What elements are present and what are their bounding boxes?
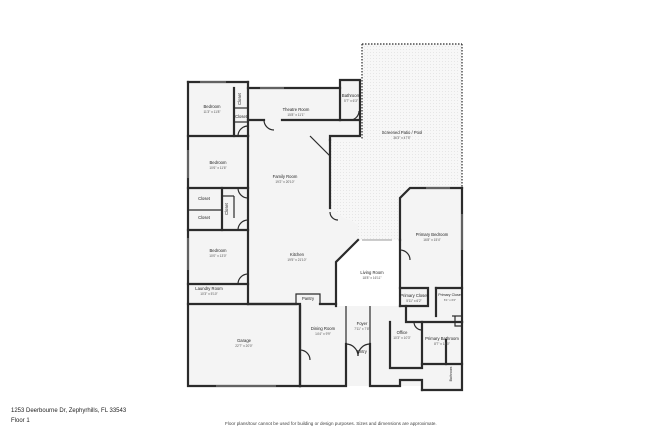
room-name: Laundry Room	[195, 286, 223, 291]
room-dims: 36'3" x 47'5"	[393, 136, 410, 140]
room-name: Primary Bedroom	[416, 232, 449, 237]
room-dims: 10'0" x 13'0"	[209, 254, 226, 258]
room-patio: Screened Patio / Pool 36'3" x 47'5"	[382, 130, 423, 140]
room-name: Bedroom	[204, 104, 222, 109]
room-foyer: Foyer 7'11" x 7'8"	[354, 321, 369, 331]
room-closet-nw: Closet Closet	[235, 92, 248, 119]
room-name: Primary Bathroom	[425, 336, 459, 341]
room-name: Closet	[198, 215, 211, 220]
room-name: Garage	[237, 338, 252, 343]
listing-footer: 1253 Deerbourne Dr, Zephyrhills, FL 3354…	[11, 406, 126, 426]
room-office: Office 10'3" x 10'3"	[393, 330, 410, 340]
room-name: Pantry	[302, 296, 315, 301]
room-dims: 10'6" x 11'6"	[209, 166, 226, 170]
room-primary-closet-1: Primary Closet 5'11" x 6'2"	[400, 293, 428, 303]
room-dims: 5'7" x 6'3"	[344, 99, 358, 103]
room-name: Living Room	[360, 270, 384, 275]
room-dims: 18'8" x 16'11"	[362, 276, 381, 280]
room-bedroom-sw: Bedroom 10'0" x 13'0"	[209, 248, 227, 258]
room-dims: 10'3" x 5'10"	[200, 292, 217, 296]
room-name: Kitchen	[290, 252, 305, 257]
room-primary-closet-2: Primary Closet 6'1" x 6'2"	[438, 293, 462, 302]
room-closets-w: Closet Closet Closet	[198, 196, 229, 220]
room-bedroom-nw: Bedroom 11'3" x 11'8"	[203, 104, 221, 114]
room-name: Closet	[237, 92, 242, 105]
room-name: Closet	[198, 196, 211, 201]
room-dims: 16'8" x 15'4"	[423, 238, 440, 242]
room-theatre: Theatre Room 15'8" x 11'1"	[283, 107, 310, 117]
room-dims: 8'7" x 14'0"	[434, 342, 450, 346]
room-dims: 19'5" x 21'10"	[287, 258, 306, 262]
room-dims: 7'11" x 7'8"	[354, 327, 369, 331]
room-name: Theatre Room	[283, 107, 310, 112]
room-pantry: Pantry	[302, 296, 315, 301]
room-bedroom-w: Bedroom 10'6" x 11'6"	[209, 160, 227, 170]
room-dims: 5'11" x 6'2"	[406, 299, 421, 303]
disclaimer-text: Floor plans/tour cannot be used for buil…	[225, 421, 437, 426]
room-name: Closet	[235, 114, 248, 119]
room-dims: 15'8" x 11'1"	[287, 113, 304, 117]
room-dims: 22'7" x 20'0"	[235, 344, 252, 348]
room-family: Family Room 19'2" x 20'10"	[273, 174, 298, 184]
room-name: Dining Room	[311, 326, 336, 331]
room-living: Living Room 18'8" x 16'11"	[360, 270, 384, 280]
room-name: Bathroom	[342, 93, 361, 98]
room-kitchen: Kitchen 19'5" x 21'10"	[287, 252, 306, 262]
room-primary-bathroom: Primary Bathroom 8'7" x 14'0"	[425, 336, 459, 346]
address-text: 1253 Deerbourne Dr, Zephyrhills, FL 3354…	[11, 408, 127, 414]
room-dims: 6'1" x 6'2"	[444, 298, 456, 302]
room-name: Office	[397, 330, 409, 335]
room-name: Primary Closet	[400, 293, 428, 298]
interior-walls	[186, 86, 464, 370]
room-dims: 11'3" x 11'8"	[203, 110, 220, 114]
room-garage: Garage 22'7" x 20'0"	[235, 338, 252, 348]
room-name: Screened Patio / Pool	[382, 130, 423, 135]
windows	[187, 81, 463, 387]
room-name: Primary Closet	[438, 293, 462, 297]
room-name: Bedroom	[210, 160, 228, 165]
patio-area	[330, 44, 462, 240]
room-name: Entry	[357, 349, 368, 354]
room-dims: 19'2" x 20'10"	[275, 180, 294, 184]
room-dims: 10'3" x 10'3"	[393, 336, 410, 340]
room-name: Bathroom	[449, 366, 453, 381]
floor-fills	[188, 80, 462, 390]
room-dining: Dining Room 14'4" x 9'9"	[311, 326, 336, 336]
room-primary-bedroom: Primary Bedroom 16'8" x 15'4"	[416, 232, 449, 242]
room-name: Family Room	[273, 174, 298, 179]
room-bathroom-n: Bathroom 5'7" x 6'3"	[342, 93, 361, 103]
room-name: Foyer	[357, 321, 368, 326]
room-dims: 14'4" x 9'9"	[315, 332, 331, 336]
room-laundry: Laundry Room 10'3" x 5'10"	[195, 286, 223, 296]
doors	[237, 110, 423, 361]
floor-label: Floor 1	[11, 418, 30, 424]
room-name: Bedroom	[210, 248, 228, 253]
room-name: Closet	[224, 202, 229, 215]
room-entry: Entry	[357, 349, 368, 354]
room-bathroom-se: Bathroom	[449, 366, 453, 381]
